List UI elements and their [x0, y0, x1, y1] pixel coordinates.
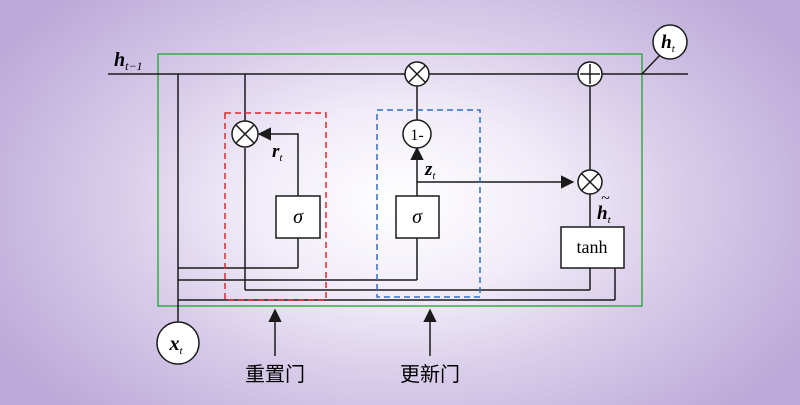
- update-sigma-block: σ: [395, 195, 440, 239]
- svg-text:tanh: tanh: [577, 237, 608, 257]
- add-node: [577, 61, 603, 87]
- reset-multiply-node: [231, 120, 259, 148]
- update-multiply-node: [404, 61, 430, 87]
- update-gate-region: [376, 109, 481, 298]
- svg-text:~: ~: [601, 190, 610, 207]
- svg-text:xt: xt: [168, 333, 183, 357]
- h-tilde-label: ~ ht: [597, 190, 612, 226]
- svg-text:σ: σ: [293, 206, 304, 228]
- update-gate-caption: 更新门: [400, 362, 460, 386]
- reset-signal: [257, 127, 299, 196]
- one-minus-node: 1-: [402, 119, 432, 149]
- svg-text:1-: 1-: [410, 127, 423, 144]
- cell-boundary: [157, 53, 643, 307]
- svg-text:ht: ht: [661, 32, 676, 55]
- candidate-multiply-node: [577, 169, 603, 195]
- reset-gate-region: [224, 112, 327, 301]
- xt-input-node: xt: [156, 321, 200, 365]
- rt-label: rt: [272, 141, 283, 164]
- ht-output-node: ht: [652, 24, 688, 60]
- svg-text:σ: σ: [412, 206, 423, 228]
- reset-sigma-block: σ: [275, 195, 321, 239]
- h-prev-label: ht−1: [114, 49, 143, 73]
- ht-output-line: [641, 54, 661, 75]
- tanh-block: tanh: [560, 226, 625, 269]
- reset-gate-caption: 重置门: [245, 362, 305, 386]
- zt-label: zt: [424, 159, 436, 182]
- svg-text:ht: ht: [597, 203, 612, 226]
